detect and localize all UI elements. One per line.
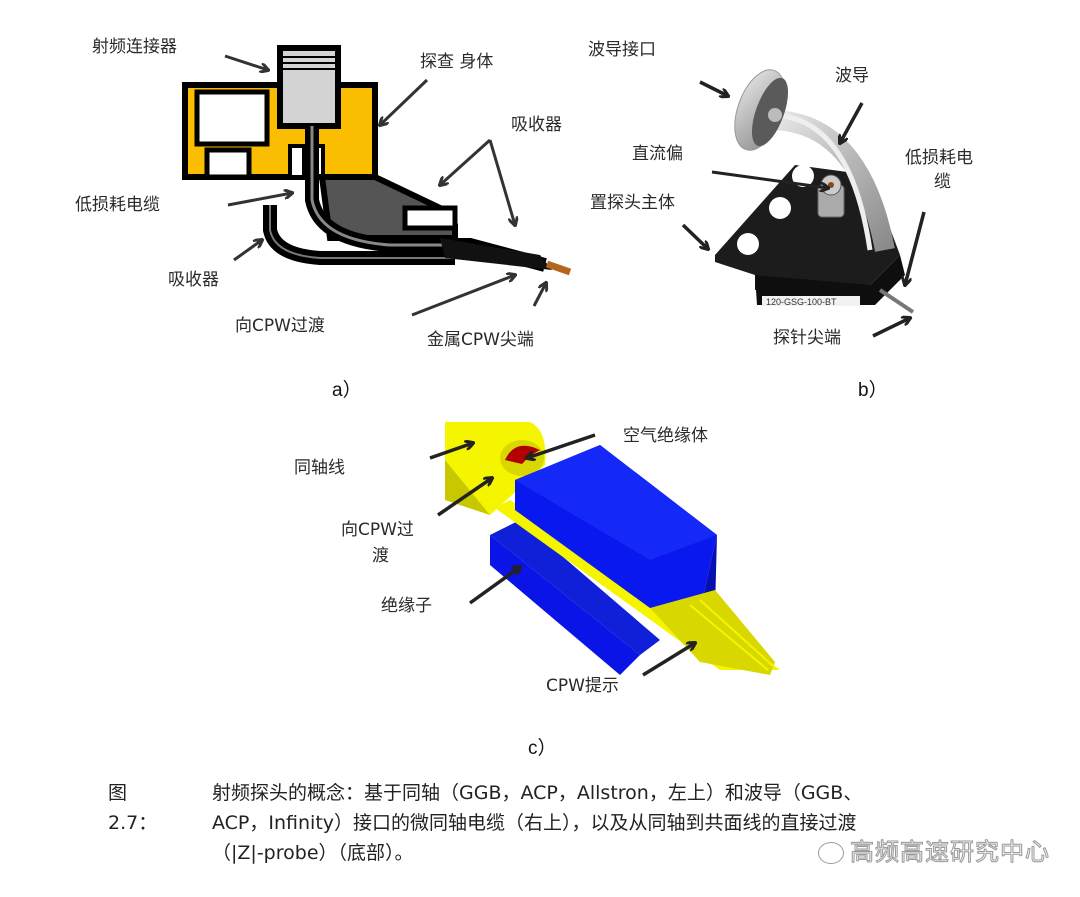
caption-line: （|Z|-probe）（底部）。 — [212, 842, 414, 864]
label-insulator: 绝缘子 — [381, 596, 432, 616]
waveguide-probe-illustration: 120-GSG-100-BT — [681, 69, 926, 338]
label-low-loss-cable: 低损耗电缆 — [75, 195, 160, 215]
label-low-loss-cable-b-2: 缆 — [934, 172, 951, 192]
caption-figure-number: 图2.7： — [108, 782, 158, 834]
label-coax-line: 同轴线 — [294, 458, 345, 478]
label-waveguide: 波导 — [835, 66, 869, 86]
panel-c-sublabel: c） — [528, 738, 557, 759]
label-probe-body-b: 置探头主体 — [590, 193, 675, 213]
label-dc-bias: 直流偏 — [632, 144, 683, 164]
label-probe-tip: 探针尖端 — [773, 328, 841, 348]
label-air-dielectric: 空气绝缘体 — [623, 426, 708, 446]
panel-c-diagram: 同轴线 空气绝缘体 向CPW过 渡 绝缘子 CPW提示 c） — [0, 400, 1080, 760]
panel-b-photo: 120-GSG-100-BT 波导接口 波导 直流偏 置探头主体 低损耗电 缆 … — [0, 0, 1080, 401]
label-rf-connector: 射频连接器 — [92, 37, 177, 57]
caption-line: ACP，Infinity）接口的微同轴电缆（右上），以及从同轴到共面线的直接过渡 — [212, 812, 857, 834]
label-transition-1: 向CPW过 — [341, 520, 414, 540]
label-absorber-bottom: 吸收器 — [168, 270, 219, 290]
panel-b-sublabel: b） — [858, 380, 888, 401]
caption-line: 射频探头的概念：基于同轴（GGB，ACP，Allstron，左上）和波导（GGB… — [212, 782, 863, 804]
label-absorber-top: 吸收器 — [511, 115, 562, 135]
label-probe-body: 探查 身体 — [420, 52, 494, 72]
panel-a-diagram: 射频连接器 探查 身体 吸收器 低损耗电缆 吸收器 向CPW过渡 金属CPW尖端… — [0, 0, 600, 401]
watermark-text: 高频高速研究中心 — [850, 838, 1050, 867]
probe-schematic-illustration — [182, 45, 572, 317]
wechat-icon — [818, 842, 844, 864]
label-metal-cpw-tip: 金属CPW尖端 — [427, 330, 534, 350]
label-low-loss-cable-b-1: 低损耗电 — [905, 148, 973, 168]
label-cpw-tip: CPW提示 — [546, 676, 619, 696]
label-waveguide-interface: 波导接口 — [588, 40, 656, 60]
caption-body: 射频探头的概念：基于同轴（GGB，ACP，Allstron，左上）和波导（GGB… — [212, 778, 1080, 868]
coax-to-cpw-illustration — [429, 422, 780, 677]
label-transition-2: 渡 — [372, 546, 389, 566]
part-number-label: 120-GSG-100-BT — [766, 297, 837, 307]
panel-a-sublabel: a） — [332, 380, 362, 401]
watermark: 高频高速研究中心 — [818, 832, 1050, 867]
label-transition-to-cpw: 向CPW过渡 — [235, 316, 325, 336]
